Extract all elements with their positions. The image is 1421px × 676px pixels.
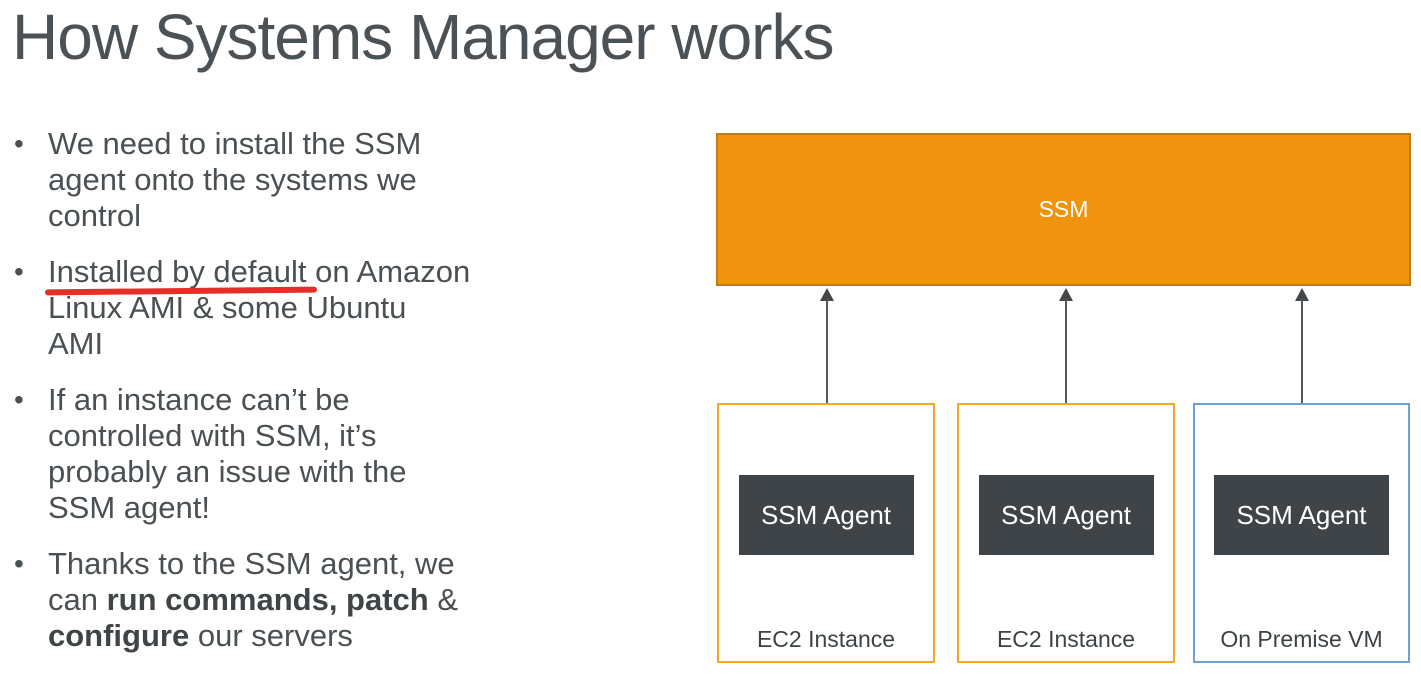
text-run: controlled with SSM, it’s bbox=[48, 418, 377, 453]
text-run: probably an issue with the bbox=[48, 454, 407, 489]
arrow-line bbox=[1065, 299, 1067, 475]
ssm-agent-label: SSM Agent bbox=[760, 499, 892, 530]
bullet-marker-icon: • bbox=[14, 384, 24, 415]
ssm-agent-label: SSM Agent bbox=[1236, 499, 1367, 530]
text-run: run commands, patch bbox=[106, 582, 429, 617]
text-run: If an instance can’t be bbox=[48, 382, 350, 417]
ec2-instance-box-1: SSM Agent EC2 Instance bbox=[717, 403, 935, 663]
ssm-box: SSM bbox=[716, 133, 1411, 286]
text-run: on Amazon bbox=[306, 254, 471, 289]
ec2-instance-box-2: SSM Agent EC2 Instance bbox=[957, 403, 1175, 663]
ssm-agent-box: SSM Agent bbox=[1214, 475, 1389, 555]
bullet-marker-icon: • bbox=[14, 256, 24, 287]
instance-label: EC2 Instance bbox=[756, 626, 896, 652]
instance-label: EC2 Instance bbox=[996, 626, 1136, 652]
bullet-marker-icon: • bbox=[14, 548, 24, 579]
text-run: agent onto the systems we bbox=[48, 162, 417, 197]
slide-title: How Systems Manager works bbox=[12, 1, 834, 73]
text-run: Thanks to the SSM agent, we bbox=[48, 546, 455, 581]
arrow-line bbox=[1301, 299, 1303, 475]
red-underlined-text: Installed by default bbox=[48, 254, 307, 289]
arrow-up-icon bbox=[1059, 288, 1073, 301]
text-run: AMI bbox=[48, 326, 104, 361]
text-run: Linux AMI & some Ubuntu bbox=[48, 290, 407, 325]
bullet-marker-icon: • bbox=[14, 128, 24, 159]
text-run: SSM agent! bbox=[48, 490, 210, 525]
arrow-line bbox=[826, 299, 828, 475]
on-premise-vm-box: SSM Agent On Premise VM bbox=[1193, 403, 1410, 663]
ssm-agent-box: SSM Agent bbox=[738, 475, 914, 555]
arrow-up-icon bbox=[1295, 288, 1309, 301]
ssm-agent-box: SSM Agent bbox=[978, 475, 1154, 555]
ssm-agent-label: SSM Agent bbox=[1000, 499, 1132, 530]
text-run: can bbox=[48, 582, 107, 617]
ssm-box-label: SSM bbox=[1038, 196, 1089, 222]
text-run: configure bbox=[48, 618, 190, 653]
text-run: control bbox=[48, 198, 142, 233]
text-run: & bbox=[428, 582, 459, 617]
instance-label: On Premise VM bbox=[1220, 626, 1383, 652]
arrow-up-icon bbox=[820, 288, 834, 301]
text-run: our servers bbox=[189, 618, 353, 653]
text-run: We need to install the SSM bbox=[48, 126, 422, 161]
